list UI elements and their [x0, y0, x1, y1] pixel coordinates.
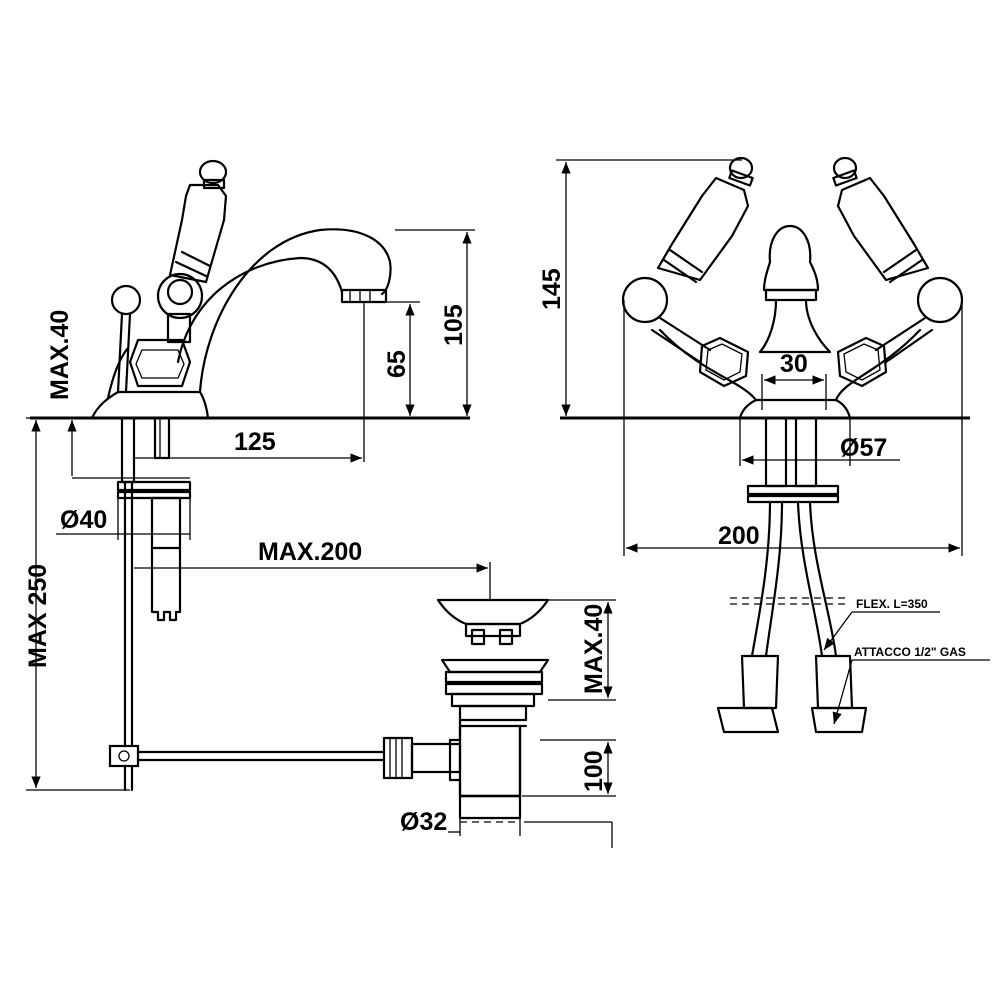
- dim-max40-waste: MAX.40: [580, 604, 608, 694]
- dim-105: 105: [440, 304, 468, 346]
- dim-max200: MAX.200: [258, 538, 362, 566]
- dim-125: 125: [234, 428, 276, 456]
- dim-max250: MAX 250: [24, 564, 52, 668]
- dim-max40-side: MAX.40: [46, 310, 74, 400]
- dim-100: 100: [580, 750, 608, 792]
- note-attacco: ATTACCO 1/2" GAS: [854, 645, 966, 659]
- note-flex: FLEX. L=350: [856, 597, 928, 611]
- dim-65: 65: [383, 350, 411, 378]
- front-view-faucet: [560, 156, 970, 734]
- dim-dia40: Ø40: [60, 506, 107, 534]
- side-view-faucet: [30, 159, 470, 792]
- dim-30: 30: [780, 350, 808, 378]
- dim-dia57: Ø57: [840, 434, 887, 462]
- dimension-lines: [26, 159, 990, 848]
- dim-200: 200: [718, 522, 760, 550]
- dim-145: 145: [538, 268, 566, 310]
- side-view-waste: [136, 598, 550, 820]
- dim-dia32: Ø32: [400, 808, 447, 836]
